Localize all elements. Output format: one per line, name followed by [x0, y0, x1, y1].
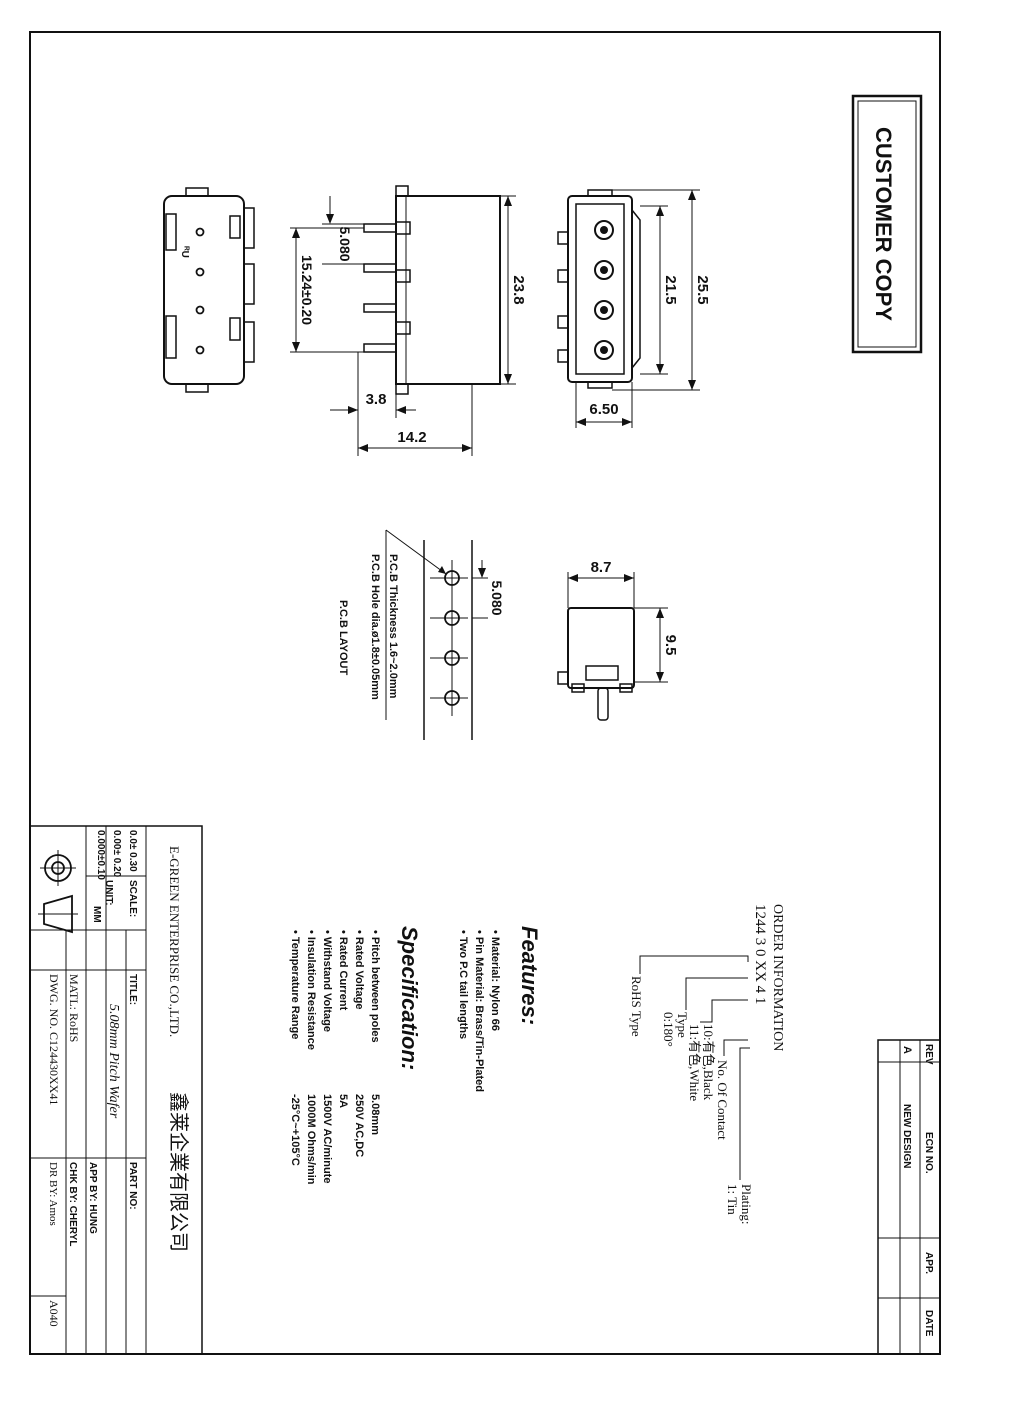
customer-copy-stamp: CUSTOMER COPY — [851, 94, 923, 354]
order-code: 1244 3 0 XX 4 1 — [752, 904, 768, 1004]
spec-value-2: 250V AC,DC — [353, 1094, 365, 1157]
order-plating: Plating: — [739, 1184, 754, 1224]
app-by: APP BY: HUNG — [87, 1162, 98, 1234]
order-type-value: 0:180° — [661, 1012, 676, 1047]
spec-label-6: • Temperature Range — [289, 930, 301, 1039]
dim-23-8: 23.8 — [510, 275, 527, 304]
top-view: ᴿU — [163, 187, 255, 393]
pcb-layout-label: P.C.B LAYOUT — [337, 600, 349, 675]
spec-heading: Specification: — [397, 926, 422, 1070]
feature-item-1: • Material: Nylon 66 — [489, 930, 501, 1031]
spec-label-2: • Rated Voltage — [353, 930, 365, 1009]
dim-14-2: 14.2 — [397, 429, 426, 446]
feature-item-2: • Pin Material: Brass/Tin-Plated — [473, 930, 485, 1092]
order-type-label: Type — [675, 1012, 690, 1038]
scale-label: SCALE: — [127, 880, 138, 917]
tol-2: 0.00± 0.20 — [111, 830, 122, 878]
ul-mark-icon: ᴿU — [179, 246, 190, 258]
front-view: 21.5 25.5 6.50 — [557, 189, 711, 428]
spec-value-5: 1000M Ohms/min — [305, 1094, 317, 1185]
chk-by: CHK BY: CHERYL — [67, 1162, 78, 1246]
dr-by: DR BY: Amos — [47, 1162, 59, 1226]
date-header: DATE — [923, 1310, 934, 1337]
dwg-no: DWG. NO. C124430XX41 — [47, 974, 61, 1105]
company-cn: 鑫莱企業有限公司 — [167, 1092, 190, 1252]
order-tin: 1: Tin — [725, 1184, 740, 1215]
tol-3: 0.000±0.10 — [95, 830, 106, 880]
drawing-title: 5.08mm Pitch Wafer — [106, 1004, 121, 1119]
pcb-thickness: P.C.B Thickness 1.6~2.0mm — [387, 554, 399, 699]
order-color-2: 11:有色,White — [687, 1024, 702, 1101]
pcb-hole: P.C.B Hole dia.ø1.8±0.05mm — [369, 554, 381, 700]
spec-value-6: -25°C~+105°C — [289, 1094, 301, 1166]
dim-5-080-side: 5.080 — [337, 226, 353, 261]
company-en: E-GREEN ENTERPRISE CO.,LTD. — [167, 846, 182, 1037]
dim-8-7: 8.7 — [591, 559, 612, 576]
end-view: 8.7 9.5 — [557, 559, 679, 721]
spec-value-4: 1500V AC/minute — [321, 1094, 333, 1183]
title-label: TITLE: — [127, 974, 138, 1005]
title-block: E-GREEN ENTERPRISE CO.,LTD. 鑫莱企業有限公司 0.0… — [29, 825, 203, 1355]
tol-1: 0.0± 0.30 — [127, 830, 138, 872]
specification: Specification: • Pitch between poles 5.0… — [289, 926, 422, 1185]
dim-6-50: 6.50 — [589, 401, 618, 418]
unit-label: UNIT: — [103, 880, 114, 906]
dim-15-24: 15.24±0.20 — [299, 255, 315, 325]
spec-value-1: 5.08mm — [369, 1094, 381, 1135]
ecn-header: ECN NO. — [923, 1132, 934, 1174]
features-heading: Features: — [517, 926, 542, 1025]
order-information: ORDER INFORMATION 1244 3 0 XX 4 1 RoHS T… — [629, 904, 785, 1224]
order-rohs: RoHS Type — [629, 976, 644, 1037]
spec-label-3: • Rated Current — [337, 930, 349, 1011]
feature-item-3: • Two P.C tail lengths — [457, 930, 469, 1039]
page-border — [29, 31, 941, 1355]
part-label: PART NO: — [127, 1162, 138, 1210]
order-contact: No. Of Contact — [715, 1060, 730, 1140]
dim-3-8: 3.8 — [366, 391, 387, 408]
features: Features: • Material: Nylon 66 • Pin Mat… — [457, 926, 542, 1092]
side-view: 23.8 5.080 15.24±0.20 3.8 14.2 — [290, 185, 527, 456]
stamp-label: CUSTOMER COPY — [871, 127, 896, 321]
spec-value-3: 5A — [337, 1094, 349, 1108]
pcb-layout: 5.080 P.C.B Thickness 1.6~2.0mm P.C.B Ho… — [337, 529, 505, 740]
spec-label-5: • Insulation Resistance — [305, 930, 317, 1050]
spec-label-4: • Withstand Voltage — [321, 930, 333, 1032]
unit-value: MM — [91, 906, 102, 923]
rev-header: REV — [923, 1044, 934, 1065]
dim-9-5: 9.5 — [662, 635, 679, 656]
revision-table: REV ECN NO. APP. DATE A NEW DESIGN — [877, 1039, 941, 1355]
projection-symbol-icon — [38, 850, 78, 934]
order-title: ORDER INFORMATION — [770, 904, 785, 1051]
drawing-code: A040 — [47, 1300, 61, 1327]
dim-21-5: 21.5 — [662, 275, 679, 304]
app-header: APP. — [923, 1252, 934, 1274]
matl: MATL: RoHS — [67, 974, 81, 1042]
rev-value: A — [901, 1046, 913, 1054]
order-color-1: 10:有色,Black — [701, 1024, 716, 1101]
dim-5-080-pcb: 5.080 — [489, 580, 505, 615]
ecn-value: NEW DESIGN — [901, 1104, 912, 1168]
spec-label-1: • Pitch between poles — [369, 930, 381, 1043]
pin-contact-icon — [594, 220, 614, 360]
dim-25-5: 25.5 — [694, 275, 711, 304]
